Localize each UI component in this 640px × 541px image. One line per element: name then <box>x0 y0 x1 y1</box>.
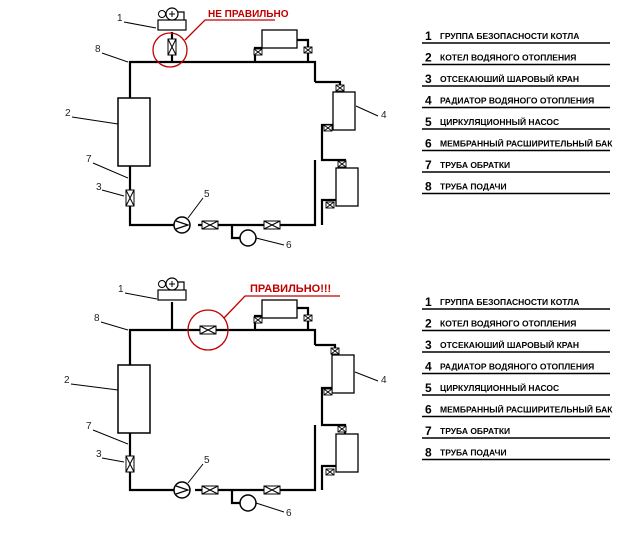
supply-pipe <box>128 60 317 98</box>
expansion-tank <box>239 229 257 247</box>
legend-number: 2 <box>425 317 432 331</box>
label-1: 1 <box>117 13 123 24</box>
label-1-b: 1 <box>118 284 124 295</box>
label-4-b: 4 <box>381 375 387 386</box>
label-7: 7 <box>86 154 92 165</box>
legend-number: 1 <box>425 29 432 43</box>
legend-number: 2 <box>425 51 432 65</box>
pump <box>173 216 191 234</box>
label-2-b: 2 <box>64 375 70 386</box>
boiler-2 <box>117 364 151 434</box>
callout-wrong: НЕ ПРАВИЛЬНО <box>208 9 289 20</box>
label-5: 5 <box>204 189 210 200</box>
legend-number: 6 <box>425 137 432 151</box>
radiator-upper-2 <box>331 354 355 394</box>
legend-number: 7 <box>425 424 432 438</box>
legend-text: КОТЕЛ ВОДЯНОГО ОТОПЛЕНИЯ <box>440 319 576 329</box>
legend-text: МЕМБРАННЫЙ РАСШИРИТЕЛЬНЫЙ БАК <box>440 138 613 149</box>
legend-number: 6 <box>425 403 432 417</box>
radiator-upper <box>332 91 356 131</box>
radiator-lower <box>335 167 359 207</box>
label-5-b: 5 <box>204 455 210 466</box>
label-3: 3 <box>96 182 102 193</box>
callout-right: ПРАВИЛЬНО!!! <box>250 283 331 295</box>
legend-number: 4 <box>425 94 432 108</box>
legend-text: ЦИРКУЛЯЦИОННЫЙ НАСОС <box>440 382 559 393</box>
legend-text: ОТСЕКАЮШИЙ ШАРОВЫЙ КРАН <box>440 339 579 350</box>
legend-number: 1 <box>425 295 432 309</box>
return-pipe-2 <box>128 432 175 492</box>
label-7-b: 7 <box>86 421 92 432</box>
legend-top: 1 ГРУППА БЕЗОПАСНОСТИ КОТЛА 2 КОТЕЛ ВОДЯНОГ… <box>422 29 613 195</box>
boiler <box>117 97 151 167</box>
radiator-lower-2 <box>335 433 359 473</box>
top-radiator-pipes <box>253 38 310 62</box>
legend-number: 3 <box>425 338 432 352</box>
legend-text: ТРУБА ОБРАТКИ <box>440 160 510 170</box>
legend-text: РАДИАТОР ВОДЯНОГО ОТОПЛЕНИЯ <box>440 96 594 106</box>
label-6: 6 <box>286 240 292 251</box>
diagram-right: ПРАВИЛЬНО!!! 1 8 2 7 3 5 4 6 <box>64 277 387 519</box>
label-4: 4 <box>381 110 387 121</box>
legend-bottom: 1 ГРУППА БЕЗОПАСНОСТИ КОТЛА 2 КОТЕЛ ВОДЯНОГ… <box>422 295 613 461</box>
legend-text: ЦИРКУЛЯЦИОННЫЙ НАСОС <box>440 116 559 127</box>
legend-text: ТРУБА ПОДАЧИ <box>440 182 507 192</box>
legend-text: ОТСЕКАЮШИЙ ШАРОВЫЙ КРАН <box>440 73 579 84</box>
error-highlight <box>152 32 188 68</box>
top-radiator-2 <box>261 299 298 319</box>
return-pipe <box>128 165 178 227</box>
legend-text: ТРУБА ПОДАЧИ <box>440 448 507 458</box>
legend-number: 7 <box>425 158 432 172</box>
label-8-b: 8 <box>94 313 100 324</box>
supply-pipe-2 <box>128 328 317 365</box>
legend-number: 8 <box>425 446 432 460</box>
label-2: 2 <box>65 108 71 119</box>
return-pipe-right <box>198 160 317 227</box>
return-pipe-right-2 <box>195 425 317 492</box>
legend-text: ГРУППА БЕЗОПАСНОСТИ КОТЛА <box>440 31 579 41</box>
legend-number: 4 <box>425 360 432 374</box>
legend-text: МЕМБРАННЫЙ РАСШИРИТЕЛЬНЫЙ БАК <box>440 404 613 415</box>
legend-number: 3 <box>425 72 432 86</box>
top-radiator <box>261 29 298 49</box>
correct-highlight <box>187 309 229 351</box>
label-8: 8 <box>95 44 101 55</box>
legend-text: КОТЕЛ ВОДЯНОГО ОТОПЛЕНИЯ <box>440 53 576 63</box>
legend-number: 5 <box>425 381 432 395</box>
pump-2 <box>173 481 191 499</box>
legend-text: РАДИАТОР ВОДЯНОГО ОТОПЛЕНИЯ <box>440 362 594 372</box>
legend-number: 8 <box>425 180 432 194</box>
legend-number: 5 <box>425 115 432 129</box>
legend-text: ГРУППА БЕЗОПАСНОСТИ КОТЛА <box>440 297 579 307</box>
label-3-b: 3 <box>96 449 102 460</box>
diagram-wrong: НЕ ПРАВИЛЬНО 1 8 2 7 3 5 4 6 <box>65 7 387 251</box>
label-6-b: 6 <box>286 508 292 519</box>
legend-text: ТРУБА ОБРАТКИ <box>440 426 510 436</box>
expansion-tank-2 <box>239 494 257 512</box>
